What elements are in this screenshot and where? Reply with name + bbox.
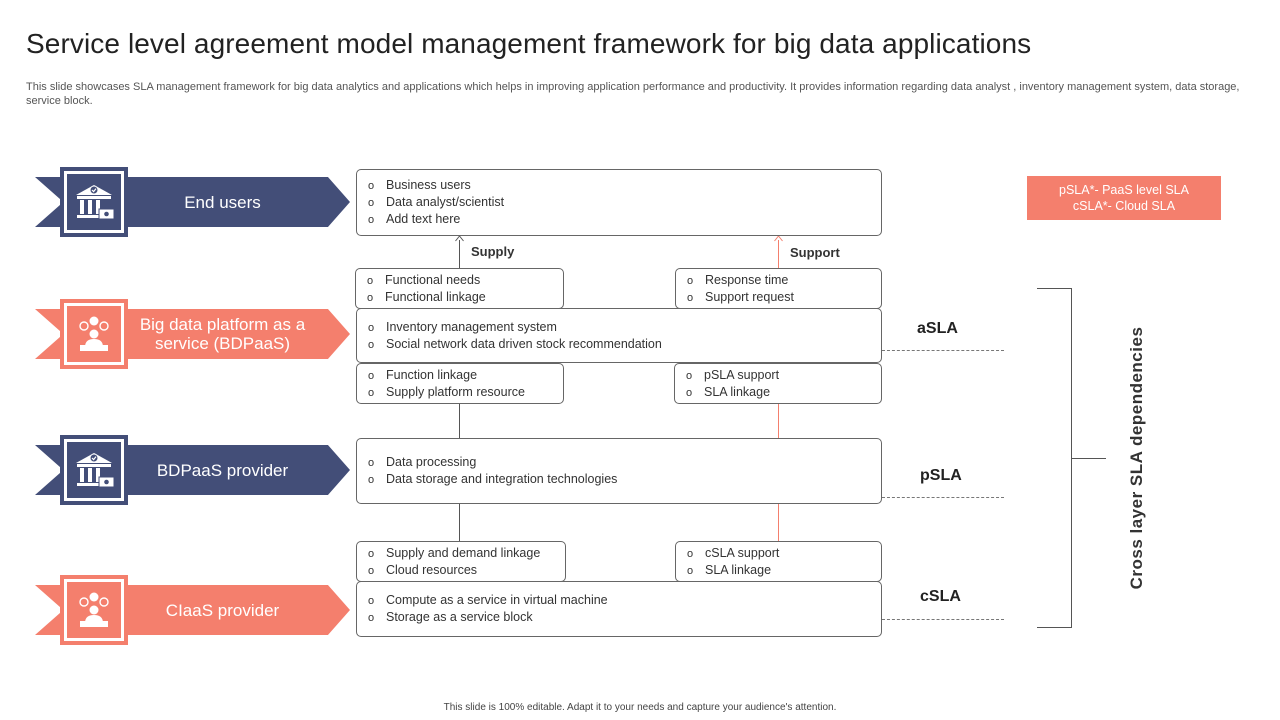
bracket-tick — [1072, 458, 1106, 459]
legend-line: cSLA*- Cloud SLA — [1072, 199, 1176, 213]
bank-icon — [60, 435, 128, 505]
layer-label: CIaaS provider — [165, 600, 280, 620]
supply-arrowhead-icon — [455, 235, 464, 242]
footer-note: This slide is 100% editable. Adapt it to… — [443, 702, 837, 713]
asla-dashed-line — [882, 350, 1004, 351]
csla-dashed-line — [882, 619, 1004, 620]
connector-line — [778, 403, 779, 439]
cross-layer-label: Cross layer SLA dependencies — [1127, 326, 1146, 590]
support-connector — [778, 240, 779, 268]
page-title: Service level agreement model management… — [26, 28, 1032, 59]
layer-label: Big data platform as a service (BDPaaS) — [139, 315, 306, 353]
layer-label: End users — [184, 192, 261, 212]
dependency-bracket — [1037, 288, 1072, 628]
asla-label: aSLA — [917, 320, 958, 337]
connector-line — [459, 403, 460, 439]
page-subtitle: This slide showcases SLA management fram… — [26, 81, 1240, 107]
support-label: Support — [790, 245, 840, 260]
legend-line: pSLA*- PaaS level SLA — [1059, 183, 1189, 197]
csla-label: cSLA — [920, 588, 961, 605]
bank-icon — [60, 167, 128, 237]
connector-line — [778, 503, 779, 542]
business-person-icon — [60, 299, 128, 369]
psla-label: pSLA — [920, 467, 962, 484]
psla-dashed-line — [882, 497, 1004, 498]
business-person-icon — [60, 575, 128, 645]
supply-connector — [459, 240, 460, 268]
support-arrowhead-icon — [774, 235, 783, 242]
layer-label: BDPaaS provider — [156, 460, 289, 480]
connector-line — [459, 503, 460, 542]
supply-label: Supply — [471, 244, 515, 259]
legend-box: pSLA*- PaaS level SLA cSLA*- Cloud SLA — [1027, 176, 1221, 220]
